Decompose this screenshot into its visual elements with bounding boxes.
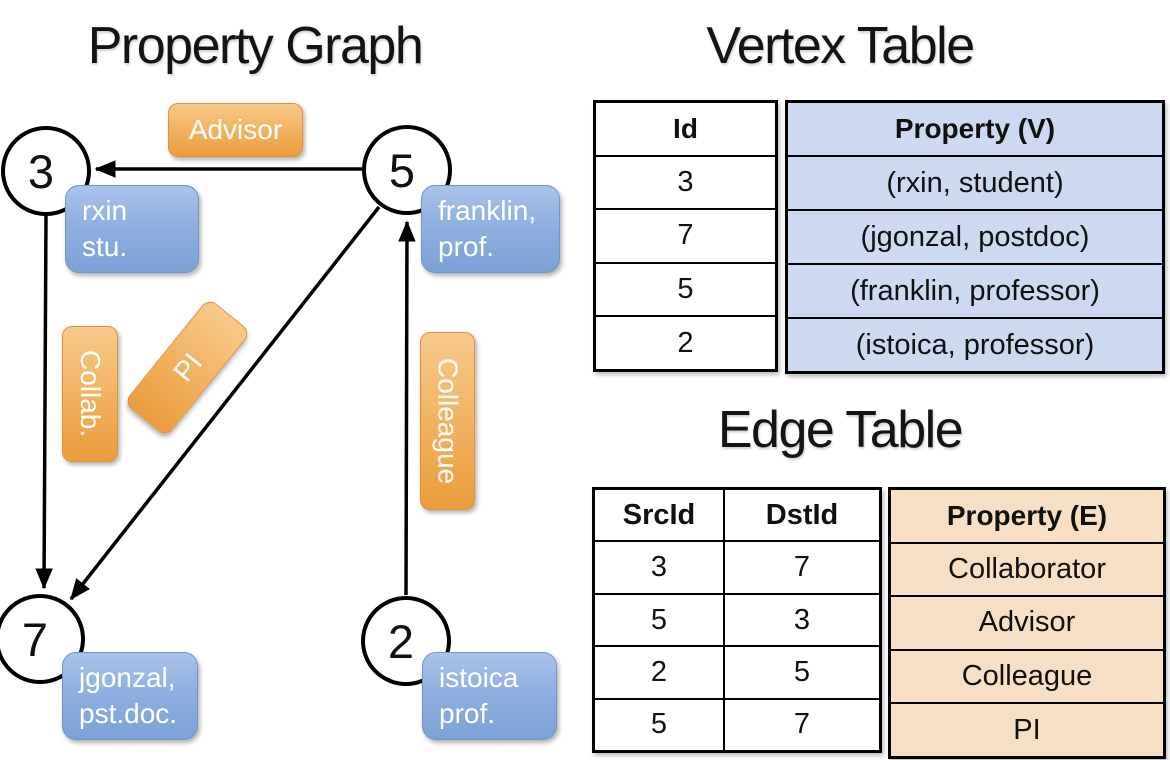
node-7-id: 7 [21,612,49,666]
node-5-id: 5 [388,143,416,197]
edge-table-property-column: Property (E) Collaborator Advisor Collea… [888,487,1166,759]
edge-collaborator-arrow [35,214,53,590]
edge-table-dst-cell: 5 [723,647,879,698]
vertex-table-id-cell: 5 [596,261,775,316]
vertex-table-property-header: Property (V) [894,113,1056,144]
vertex-box-istoica: istoica prof. [422,652,557,740]
vertex-table-id-column: Id 3 7 5 2 [593,100,778,372]
vertex-table-property-cell: (rxin, student) [788,155,1162,209]
vertex-box-franklin: franklin, prof. [421,185,560,273]
vertex-box-jgonzal: jgonzal, pst.doc. [62,652,198,740]
edge-pi-arrow [69,205,381,601]
edge-table-property-cell: Collaborator [891,541,1163,596]
edge-table-src-cell: 2 [650,655,668,688]
vertex-box-rxin-line2: stu. [82,230,128,262]
edge-label-pi-text: PI [166,347,208,388]
edge-table-title: Edge Table [717,401,964,459]
vertex-box-rxin-line1: rxin [82,195,128,226]
vertex-table-property-cell: (franklin, professor) [788,263,1162,317]
vertex-box-jgonzal-line1: jgonzal, [79,662,176,693]
vertex-table-id-cell: 3 [596,154,775,209]
graph-node-3: 3 [1,126,91,216]
edge-table-property-cell: PI [891,702,1163,756]
edge-label-collab: Collab. [62,326,118,462]
vertex-table-property-cell: (jgonzal, postdoc) [788,209,1162,263]
edge-table-property-header: Property (E) [946,499,1108,531]
vertex-box-franklin-line1: franklin, [438,195,537,226]
vertex-table-property-column: Property (V) (rxin, student) (jgonzal, p… [785,100,1165,374]
vertex-table-id-cell: 7 [596,208,775,262]
vertex-box-jgonzal-line2: pst.doc. [79,697,178,729]
edge-table-src-cell: 5 [650,603,668,636]
edge-table-dst-cell: 7 [723,699,879,751]
vertex-table-property-cell: (istoica, professor) [788,317,1162,371]
edge-label-advisor: Advisor [168,103,303,157]
vertex-box-istoica-line2: prof. [439,697,496,729]
vertex-box-rxin: rxin stu. [65,185,199,273]
edge-table-ids-columns: SrcId DstId 3 7 5 3 2 5 5 7 [592,487,882,753]
edge-label-colleague-text: Colleague [432,357,464,485]
edge-label-collab-text: Collab. [75,350,106,438]
edge-table-property-cell: Advisor [891,595,1163,649]
vertex-box-franklin-line2: prof. [438,230,495,262]
edge-colleague-arrow [398,220,416,596]
vertex-table-title: Vertex Table [706,17,975,75]
vertex-table-id-cell: 2 [596,315,775,369]
edge-label-colleague: Colleague [420,332,475,510]
property-graph-title: Property Graph [87,17,424,75]
edge-table-src-cell: 5 [650,708,668,741]
vertex-box-istoica-line1: istoica [439,662,519,693]
edge-table-src-cell: 3 [650,551,668,584]
vertex-table-id-header: Id [673,112,698,144]
node-3-id: 3 [27,144,55,198]
edge-table-src-header: SrcId [622,498,696,531]
edge-table-dst-cell: 3 [723,594,879,646]
edge-table-dst-cell: 7 [723,542,879,593]
edge-table-dst-header: DstId [723,490,879,541]
edge-table-property-cell: Colleague [891,648,1163,703]
node-2-id: 2 [387,614,415,668]
edge-label-advisor-text: Advisor [188,114,283,145]
